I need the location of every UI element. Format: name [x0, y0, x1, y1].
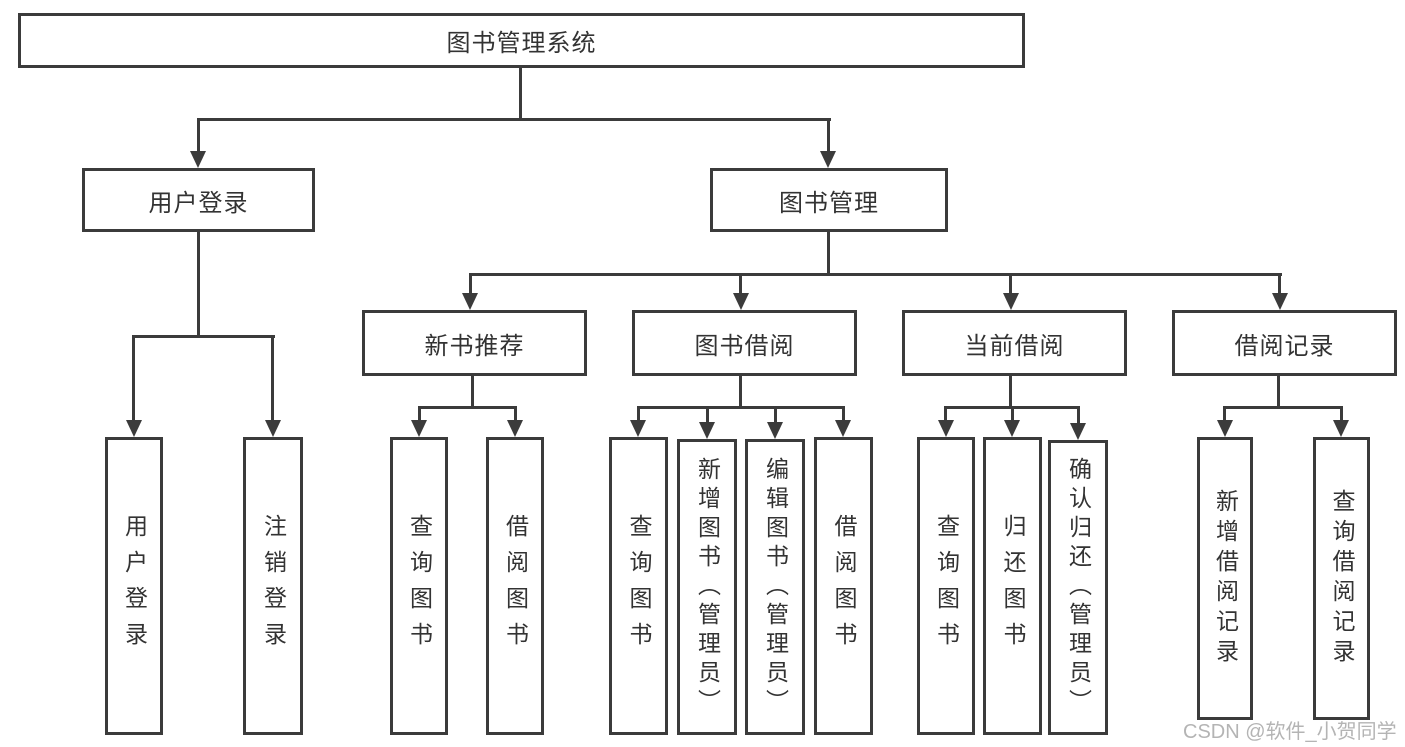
connector-line: [1223, 406, 1226, 424]
node-label: 图书借阅: [694, 332, 795, 360]
arrow-down-icon: [1070, 423, 1086, 440]
connector-line: [418, 406, 517, 409]
leaf-borrow-books: 借阅图书: [814, 437, 873, 735]
connector-line: [1278, 273, 1281, 298]
node-user-login: 用户登录: [82, 168, 315, 232]
arrow-down-icon: [938, 420, 954, 437]
connector-line: [132, 335, 275, 338]
arrow-down-icon: [190, 151, 206, 168]
connector-line: [469, 273, 1282, 276]
leaf-add-borrow-record: 新增借阅记录: [1197, 437, 1253, 720]
leaf-label: 确认归还（管理员）: [1065, 457, 1092, 718]
connector-line: [1011, 406, 1014, 424]
node-label: 图书管理系统: [446, 30, 597, 57]
connector-line: [197, 118, 200, 155]
arrow-down-icon: [1272, 293, 1288, 310]
leaf-query-borrow-record: 查询借阅记录: [1313, 437, 1370, 720]
node-label: 借阅记录: [1234, 332, 1335, 360]
node-borrowing-records: 借阅记录: [1172, 310, 1397, 376]
leaf-label: 查询图书: [406, 514, 433, 658]
connector-line: [418, 406, 421, 424]
connector-line: [1223, 406, 1343, 409]
arrow-down-icon: [126, 420, 142, 437]
arrow-down-icon: [820, 151, 836, 168]
connector-line: [471, 376, 474, 408]
arrow-down-icon: [630, 420, 646, 437]
connector-line: [637, 406, 640, 424]
watermark: CSDN @软件_小贺同学: [1183, 721, 1397, 743]
connector-line: [514, 406, 517, 424]
leaf-label: 查询借阅记录: [1329, 488, 1355, 669]
leaf-edit-books-admin: 编辑图书（管理员）: [745, 439, 805, 735]
connector-line: [706, 406, 709, 424]
connector-line: [827, 232, 830, 275]
node-label: 图书管理: [779, 189, 879, 217]
connector-line: [1277, 376, 1280, 408]
arrow-down-icon: [411, 420, 427, 437]
connector-line: [739, 273, 742, 298]
connector-line: [469, 273, 472, 298]
leaf-confirm-return-admin: 确认归还（管理员）: [1048, 440, 1108, 735]
leaf-label: 归还图书: [1000, 514, 1026, 658]
node-label: 新书推荐: [424, 332, 525, 360]
connector-line: [944, 406, 947, 424]
arrow-down-icon: [1003, 293, 1019, 310]
leaf-add-books-admin: 新增图书（管理员）: [677, 439, 737, 735]
connector-line: [1340, 406, 1343, 424]
connector-line: [132, 335, 135, 423]
arrow-down-icon: [1217, 420, 1233, 437]
leaf-label: 新增图书（管理员）: [694, 456, 721, 718]
node-library-management-system: 图书管理系统: [18, 13, 1025, 68]
connector-line: [827, 118, 830, 155]
connector-line: [271, 335, 274, 423]
arrow-down-icon: [767, 422, 783, 439]
node-book-management: 图书管理: [710, 168, 948, 232]
arrow-down-icon: [699, 422, 715, 439]
connector-line: [519, 68, 522, 120]
leaf-label: 新增借阅记录: [1212, 488, 1239, 669]
connector-line: [1009, 376, 1012, 408]
arrow-down-icon: [835, 420, 851, 437]
leaf-query-books-current: 查询图书: [917, 437, 975, 735]
connector-line: [774, 406, 777, 424]
leaf-label: 借阅图书: [502, 514, 529, 658]
leaf-label: 注销登录: [260, 514, 287, 658]
node-label: 用户登录: [148, 189, 249, 217]
connector-line: [197, 118, 831, 121]
connector-line: [637, 406, 845, 409]
leaf-label: 借阅图书: [831, 514, 857, 658]
leaf-logout: 注销登录: [243, 437, 303, 735]
arrow-down-icon: [462, 293, 478, 310]
arrow-down-icon: [1333, 420, 1349, 437]
leaf-borrow-books-recommend: 借阅图书: [486, 437, 544, 735]
arrow-down-icon: [265, 420, 281, 437]
leaf-label: 查询图书: [933, 514, 960, 658]
arrow-down-icon: [733, 293, 749, 310]
connector-line: [842, 406, 845, 424]
leaf-label: 查询图书: [626, 514, 652, 658]
leaf-return-books: 归还图书: [983, 437, 1042, 735]
node-current-borrowing: 当前借阅: [902, 310, 1127, 376]
leaf-query-books-recommend: 查询图书: [390, 437, 448, 735]
arrow-down-icon: [1004, 420, 1020, 437]
arrow-down-icon: [507, 420, 523, 437]
node-new-book-recommendation: 新书推荐: [362, 310, 587, 376]
connector-line: [197, 232, 200, 337]
connector-line: [1009, 273, 1012, 298]
node-label: 当前借阅: [964, 332, 1065, 360]
connector-line: [739, 376, 742, 408]
node-book-borrowing: 图书借阅: [632, 310, 857, 376]
connector-line: [1077, 406, 1080, 424]
leaf-query-books-borrow: 查询图书: [609, 437, 668, 735]
leaf-label: 用户登录: [121, 514, 148, 658]
leaf-label: 编辑图书（管理员）: [762, 456, 789, 718]
leaf-user-login: 用户登录: [105, 437, 163, 735]
